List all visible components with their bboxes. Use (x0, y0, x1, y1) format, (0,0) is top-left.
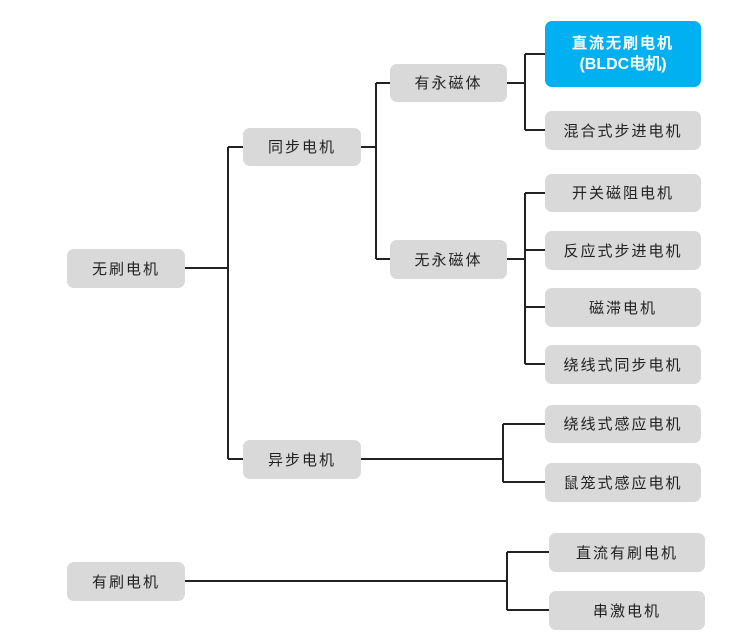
node-synchronous-motor: 同步电机 (243, 128, 361, 166)
node-series-motor: 串激电机 (549, 591, 705, 630)
node-label: 有刷电机 (91, 572, 160, 591)
node-label: 有永磁体 (414, 74, 483, 92)
node-label: 混合式步进电机 (563, 121, 683, 140)
node-squirrel-cage: 鼠笼式感应电机 (545, 463, 701, 502)
connector-with-pm (507, 53, 545, 131)
node-label: 绕线式同步电机 (563, 355, 683, 374)
node-label: 无刷电机 (91, 259, 160, 278)
connector-asynchronous (361, 423, 545, 483)
connector-brushed (185, 551, 549, 611)
node-label: 开关磁阻电机 (571, 184, 674, 202)
node-label: 无永磁体 (414, 250, 483, 269)
node-label: 磁滞电机 (588, 298, 657, 317)
node-label: 串激电机 (592, 601, 661, 620)
node-wound-induction: 绕线式感应电机 (545, 405, 701, 443)
node-label: 反应式步进电机 (563, 241, 683, 260)
node-switched-reluctance: 开关磁阻电机 (545, 174, 701, 212)
node-label: 异步电机 (267, 450, 336, 469)
node-wound-synchronous: 绕线式同步电机 (545, 345, 701, 384)
node-bldc-motor: 直流无刷电机 (BLDC电机) (545, 21, 701, 87)
node-hysteresis-motor: 磁滞电机 (545, 288, 701, 327)
node-label: 同步电机 (267, 138, 336, 156)
node-reactive-stepper: 反应式步进电机 (545, 231, 701, 270)
connector-without-pm (507, 192, 545, 365)
node-label-sub: (BLDC电机) (579, 56, 667, 73)
node-label: 直流有刷电机 (575, 543, 678, 562)
node-without-permanent-magnet: 无永磁体 (390, 240, 507, 279)
node-label: 直流无刷电机 (571, 34, 674, 52)
node-asynchronous-motor: 异步电机 (243, 440, 361, 479)
node-label: 鼠笼式感应电机 (563, 473, 683, 492)
node-label: 绕线式感应电机 (563, 415, 683, 433)
node-brushless-motor: 无刷电机 (67, 249, 185, 288)
node-dc-brushed: 直流有刷电机 (549, 533, 705, 572)
node-brushed-motor: 有刷电机 (67, 562, 185, 601)
connector-synchronous (361, 82, 390, 260)
node-hybrid-stepper: 混合式步进电机 (545, 111, 701, 150)
connector-brushless (185, 146, 243, 460)
node-with-permanent-magnet: 有永磁体 (390, 64, 507, 102)
